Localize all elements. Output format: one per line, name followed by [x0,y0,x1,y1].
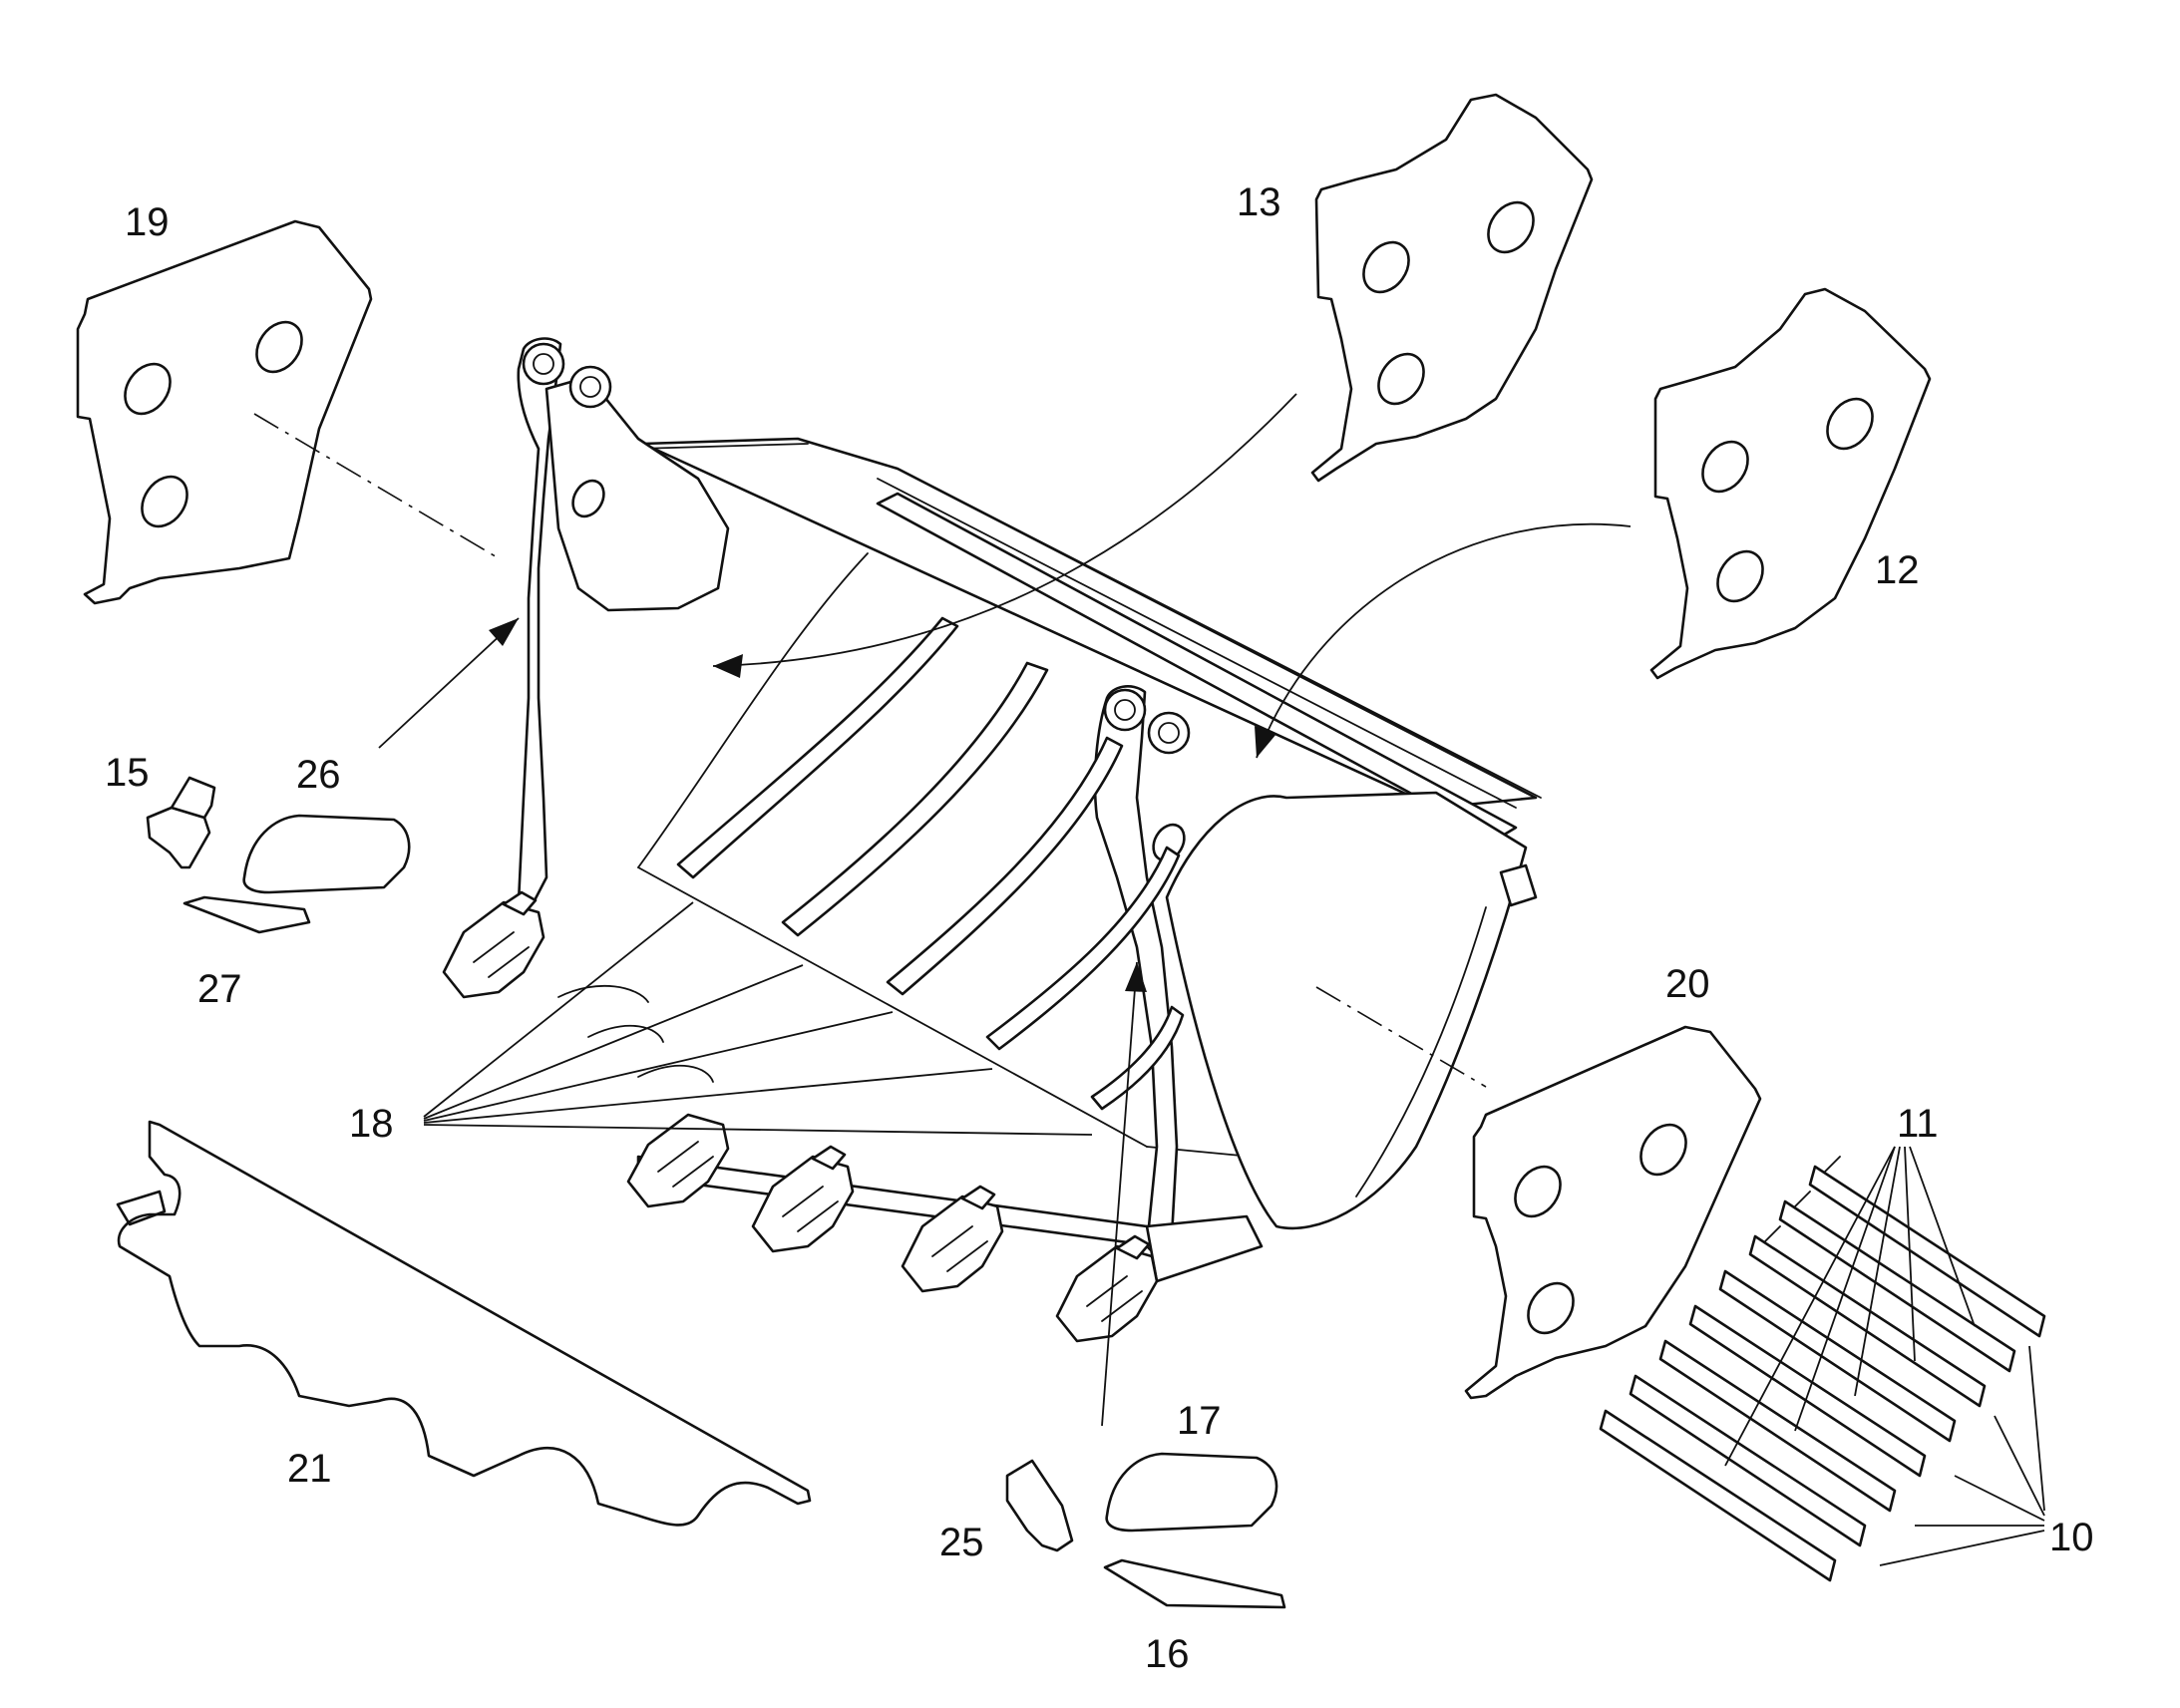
plate-hole [1377,352,1425,406]
bucket-wear-strips [676,616,1185,1111]
pin-boss [1147,711,1191,755]
part-17 [1105,1452,1278,1533]
leader-lines [378,393,2045,1566]
side-plate-13 [1310,93,1594,483]
callout-18: 18 [349,1102,394,1146]
plate-hole [124,362,172,416]
tooth-adapter [442,890,545,999]
plate-hole [1487,200,1535,254]
plate-hole [1527,1281,1575,1335]
plate-hole [1826,397,1874,451]
plate-hole [1716,549,1764,603]
callout-19: 19 [125,200,170,244]
side-plate-20 [1464,1025,1762,1400]
part-25 [1005,1459,1074,1552]
shims-10-11 [1599,1156,2046,1582]
callout-15: 15 [105,751,150,795]
tooth-adapter [901,1185,1004,1293]
plate-hole [255,320,303,374]
plate-hole [141,475,188,528]
lug-hole [1152,823,1186,862]
part-15 [146,776,216,869]
callout-20: 20 [1665,962,1710,1006]
callout-25: 25 [939,1521,984,1564]
tooth-adapter [751,1145,855,1253]
pin-boss [522,342,565,386]
tooth-adapter [1055,1234,1159,1343]
side-plate-19 [76,219,373,605]
centerline [1315,986,1487,1088]
tooth-adapters [442,890,1159,1343]
teeth-plate-21 [116,1120,812,1527]
callout-26: 26 [296,753,341,797]
pin-boss [568,365,612,409]
plate-hole [1362,240,1410,294]
callout-11: 11 [1897,1102,1939,1146]
callout-12: 12 [1875,548,1920,592]
plate-hole [1514,1165,1562,1218]
tooth-adapter [626,1113,730,1208]
side-plate-12 [1649,287,1932,680]
pin-boss [1103,688,1147,732]
callout-21: 21 [287,1447,332,1491]
callout-labels: 19 13 12 15 26 27 18 21 20 11 10 17 25 1… [105,180,2094,1676]
callout-13: 13 [1237,180,1281,224]
part-26 [242,814,411,894]
part-27 [182,895,311,934]
callout-16: 16 [1145,1632,1190,1676]
plate-hole [1639,1123,1687,1177]
lug-hole [571,479,605,518]
bucket-body [517,337,1542,1283]
part-16 [1103,1558,1286,1609]
callout-10: 10 [2049,1516,2094,1559]
callout-17: 17 [1177,1399,1222,1443]
callout-27: 27 [197,967,242,1011]
plate-hole [1701,440,1749,494]
